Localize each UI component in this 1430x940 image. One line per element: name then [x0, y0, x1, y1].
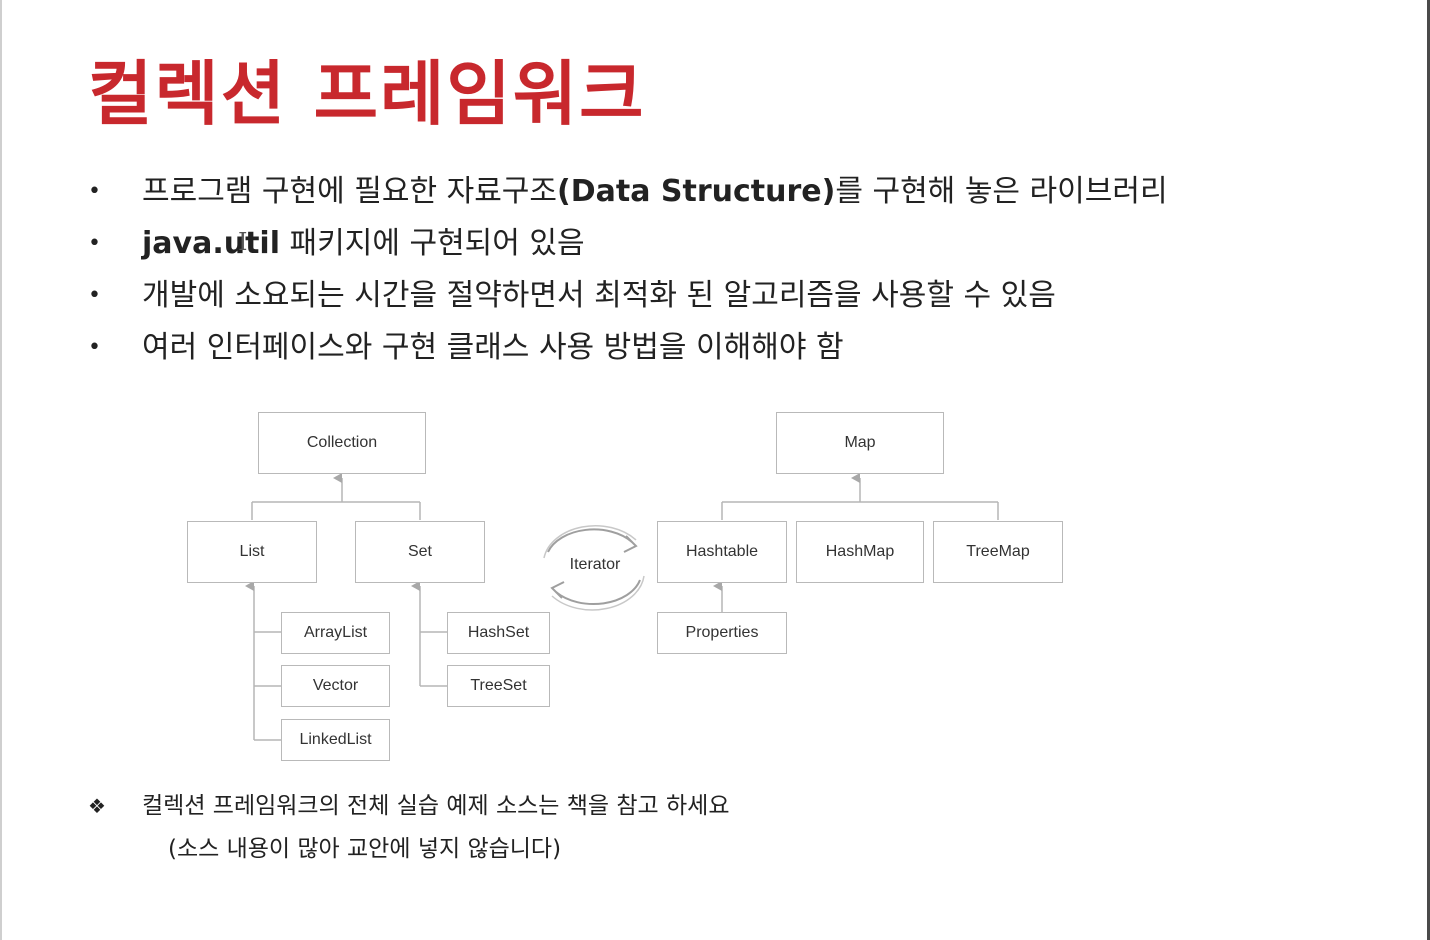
bullet-dot-icon: • [88, 231, 101, 256]
bullet-text-pre: 개발에 소요되는 시간을 절약하면서 최적화 된 알고리즘을 사용할 수 있음 [142, 278, 1056, 313]
node-hashmap: HashMap [796, 521, 924, 583]
note-line-1: ❖ 컬렉션 프레임워크의 전체 실습 예제 소스는 책을 참고 하세요 [88, 786, 730, 820]
bullet-dot-icon: • [88, 283, 101, 308]
iterator-cycle-icon [543, 524, 645, 611]
node-map: Map [776, 412, 944, 474]
node-vector: Vector [281, 665, 390, 707]
node-properties: Properties [657, 612, 787, 654]
note-text-1: 컬렉션 프레임워크의 전체 실습 예제 소스는 책을 참고 하세요 [142, 793, 730, 819]
four-diamond-icon: ❖ [88, 794, 106, 818]
node-hashtable: Hashtable [657, 521, 787, 583]
node-iterator: Iterator [569, 556, 621, 573]
node-arraylist: ArrayList [281, 612, 390, 654]
text-cursor-icon: I [238, 228, 248, 256]
bullet-item: • 프로그램 구현에 필요한 자료구조(Data Structure)를 구현해… [84, 166, 1168, 218]
bullet-item: • 개발에 소요되는 시간을 절약하면서 최적화 된 알고리즘을 사용할 수 있… [84, 270, 1168, 322]
bullet-text-pre: 여러 인터페이스와 구현 클래스 사용 방법을 이해해야 함 [142, 330, 844, 365]
bullet-text-pre: 프로그램 구현에 필요한 자료구조 [142, 174, 558, 209]
slide-left-border [0, 0, 2, 940]
note-text-2: (소스 내용이 많아 교안에 넣지 않습니다) [168, 836, 562, 862]
node-list: List [187, 521, 317, 583]
bullet-item: • 여러 인터페이스와 구현 클래스 사용 방법을 이해해야 함 [84, 322, 1168, 374]
bullet-dot-icon: • [88, 179, 101, 204]
node-linkedlist: LinkedList [281, 719, 390, 761]
node-treeset: TreeSet [447, 665, 550, 707]
bullet-dot-icon: • [88, 335, 101, 360]
bullet-item: • java.util 패키지에 구현되어 있음 [84, 218, 1168, 270]
bullet-text-bold: java.util [142, 226, 280, 261]
bullet-text-post: 를 구현해 놓은 라이브러리 [835, 174, 1168, 209]
bullet-text-bold: (Data Structure) [557, 174, 836, 209]
slide-title: 컬렉션 프레임워크 [88, 53, 646, 135]
node-collection: Collection [258, 412, 426, 474]
node-treemap: TreeMap [933, 521, 1063, 583]
slide-right-border [1427, 0, 1430, 940]
node-hashset: HashSet [447, 612, 550, 654]
node-set: Set [355, 521, 485, 583]
bullet-text-post: 패키지에 구현되어 있음 [280, 226, 585, 261]
bullet-list: • 프로그램 구현에 필요한 자료구조(Data Structure)를 구현해… [84, 166, 1168, 374]
